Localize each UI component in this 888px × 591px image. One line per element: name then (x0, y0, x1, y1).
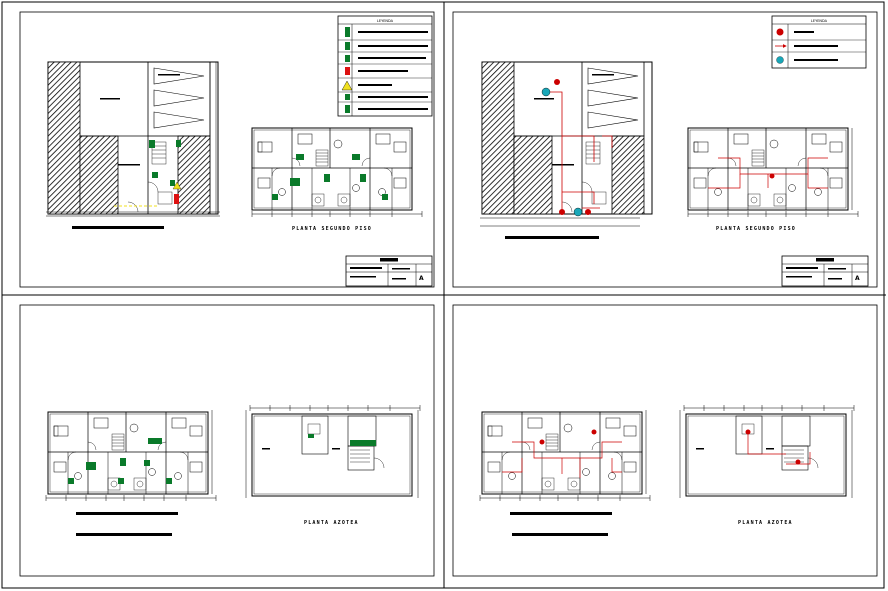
upper-floor-plan (481, 411, 643, 495)
upper-floor-plan (47, 411, 209, 495)
first-floor-plan (47, 61, 219, 215)
second-floor-plan (687, 127, 849, 211)
plan-title-bar (505, 236, 599, 239)
first-floor-plan (481, 61, 653, 217)
plan-title: PLANTA AZOTEA (304, 520, 359, 526)
plan-title: PLANTA AZOTEA (738, 520, 793, 526)
plan-subtitle-bar (76, 533, 172, 536)
title-block (781, 255, 869, 287)
plan-title-bar (72, 226, 164, 229)
legend-title: LEYENDA (377, 19, 394, 23)
assembly-point-icon (345, 105, 350, 113)
title-block (345, 255, 433, 287)
plan-title: PLANTA SEGUNDO PISO (292, 226, 372, 232)
alarm-icon (776, 28, 784, 36)
sheet-bottom-left: PLANTA AZOTEA (45, 404, 421, 536)
meeting-point-icon (776, 56, 784, 64)
legend-table: LEYENDA (337, 15, 433, 117)
dimension-lines (46, 62, 220, 217)
sheet-bottom-right: PLANTA AZOTEA (479, 404, 855, 536)
sheet-top-right: LEYENDA (480, 15, 869, 287)
plan-title-bar (76, 512, 178, 515)
second-floor-plan (251, 127, 413, 211)
roof-plan (251, 413, 413, 497)
emergency-light-icon (345, 42, 350, 50)
plan-title-bar (510, 512, 612, 515)
roof-plan (685, 413, 847, 497)
plan-subtitle-bar (512, 533, 608, 536)
first-aid-icon (345, 94, 350, 100)
legend-title: LEYENDA (811, 19, 828, 23)
legend-table: LEYENDA (771, 15, 867, 69)
extinguisher-icon (345, 67, 350, 75)
plan-title: PLANTA SEGUNDO PISO (716, 226, 796, 232)
sheet-top-left: LEYENDA (46, 15, 433, 287)
exit-sign-icon (345, 27, 350, 37)
safe-zone-icon (345, 55, 350, 62)
warning-icon (341, 80, 353, 91)
